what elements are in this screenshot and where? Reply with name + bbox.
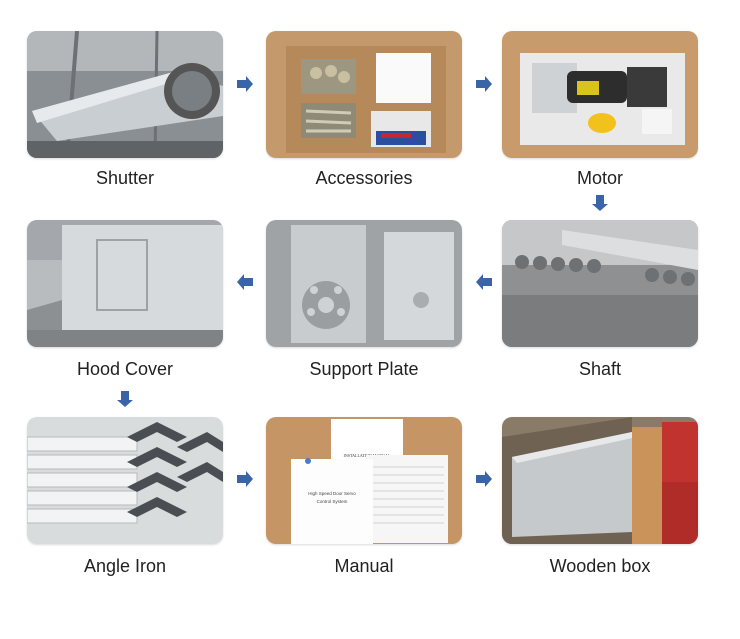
step-label-hood-cover: Hood Cover [76,359,174,379]
arrow-right-icon [237,471,253,487]
arrow-down-icon [592,195,608,211]
support-plate-photo [266,220,462,347]
arrow-right-icon [476,76,492,92]
step-label-shutter: Shutter [95,168,155,188]
arrow-down-icon [117,391,133,407]
shaft-photo [502,220,698,347]
arrow-left-icon [476,274,492,290]
shutter-photo [27,31,223,158]
motor-photo [502,31,698,158]
hood-cover-photo [27,220,223,347]
arrow-left-icon [237,274,253,290]
step-label-support-plate: Support Plate [309,359,419,379]
step-label-motor: Motor [576,168,623,188]
step-label-accessories: Accessories [315,168,413,188]
step-label-shaft: Shaft [578,359,622,379]
step-label-wooden-box: Wooden box [549,556,651,576]
manual-cover-line1: High Speed Door Servo [308,491,356,496]
step-label-angle-iron: Angle Iron [83,556,167,576]
angle-iron-photo [27,417,223,544]
arrow-right-icon [237,76,253,92]
wooden-box-photo [502,417,698,544]
accessories-photo [266,31,462,158]
arrow-right-icon [476,471,492,487]
step-label-manual: Manual [334,556,394,576]
manual-photo: INSTALLATION MANUAL High Speed Door Serv… [266,417,462,544]
manual-cover-line2: Control System [317,499,348,504]
